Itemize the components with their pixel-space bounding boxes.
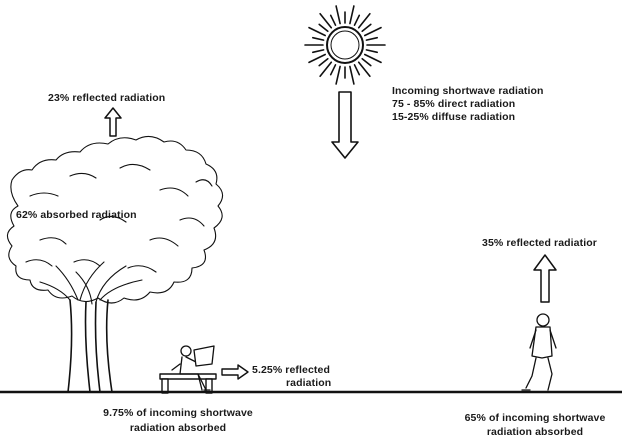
person-absorbed-label-1: 65% of incoming shortwave — [464, 412, 606, 424]
sun-ray — [349, 65, 355, 85]
tree-absorbed-label: 62% absorbed radiation — [16, 209, 137, 221]
incoming-title: Incoming shortwave radiation — [392, 85, 544, 97]
sun-ray — [349, 5, 355, 25]
incoming-direct: 75 - 85% direct radiation — [392, 98, 516, 110]
sun-ray — [361, 57, 372, 67]
sitter-reflected-label-2: radiation — [286, 377, 332, 389]
sun-ray — [318, 23, 329, 33]
sun-ray — [365, 49, 379, 54]
sun-ray — [357, 12, 371, 29]
tree-reflected-label: 23% reflected radiation — [48, 92, 166, 104]
person-reflected-label: 35% reflected radiatior — [482, 237, 597, 249]
walking-person-icon — [521, 313, 557, 393]
sitter-absorbed-label-1: 9.75% of incoming shortwave — [103, 407, 253, 419]
sun-ray — [329, 14, 337, 27]
sun-ray — [353, 64, 361, 76]
sun-ray — [363, 26, 382, 37]
sun-ray — [353, 14, 361, 27]
sitter-absorbed-label-2: radiation absorbed — [129, 422, 227, 434]
tree-icon — [6, 135, 224, 393]
person-absorbed-label-2: radiation absorbed — [486, 426, 584, 438]
sitter-reflected-arrow — [221, 364, 249, 380]
sun-ray — [308, 53, 327, 64]
sun-ray — [329, 64, 337, 76]
sun-ray — [335, 65, 341, 85]
sitter-reflected-label-1: 5.25% reflected — [252, 364, 330, 376]
sun-ray — [308, 26, 327, 37]
sun-ray — [311, 36, 325, 41]
sun-ray — [311, 49, 325, 54]
seated-person-icon — [171, 345, 215, 391]
sun-ray — [335, 5, 341, 25]
tree-reflected-arrow — [104, 107, 122, 137]
sun-ray — [365, 36, 379, 41]
sun-ray — [357, 61, 371, 78]
sun-ray — [363, 53, 382, 64]
sun-ray — [318, 57, 329, 67]
person-reflected-arrow — [533, 254, 557, 303]
sun-ray — [319, 61, 333, 78]
incoming-arrow — [331, 91, 359, 159]
sun-ray — [319, 12, 333, 29]
sun-icon — [304, 5, 386, 85]
sun-ray — [361, 23, 372, 33]
incoming-diffuse: 15-25% diffuse radiation — [392, 111, 516, 123]
